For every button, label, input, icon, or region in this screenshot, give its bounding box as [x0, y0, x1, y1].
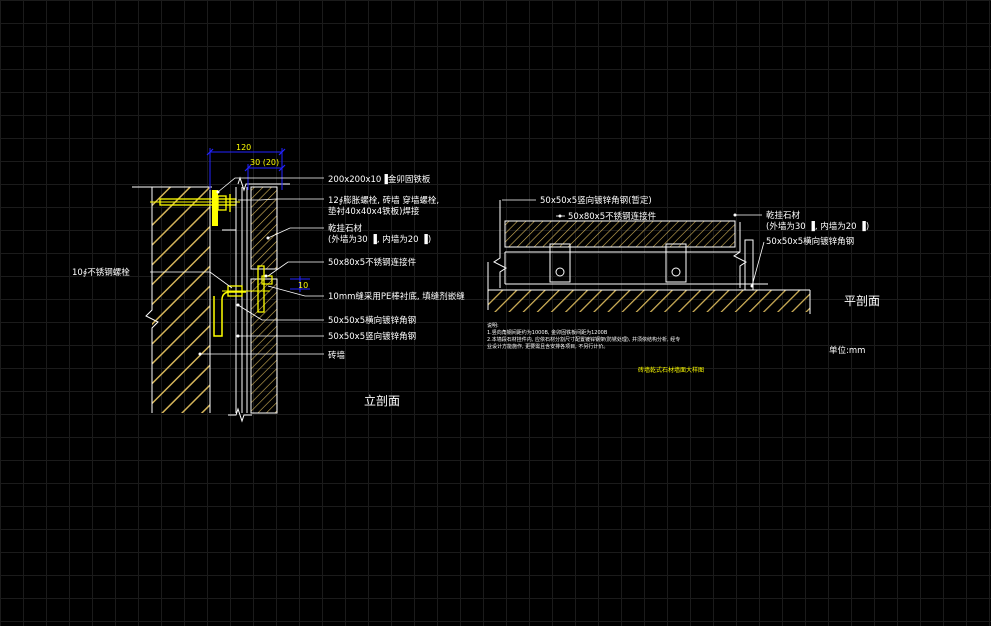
plan-connector-right	[665, 243, 687, 283]
plan-leader-dots	[558, 213, 754, 288]
horizontal-angle	[213, 291, 246, 337]
plan-title: 平剖面	[844, 294, 880, 308]
brick-wall-hatch	[152, 187, 210, 413]
section-leaders	[150, 177, 324, 355]
stone-panel-upper	[250, 186, 278, 270]
dim-gap: 10	[298, 281, 308, 290]
section-dimensions	[206, 148, 310, 292]
drawing-title: 砖墙乾式石材墙面大样图	[638, 366, 704, 374]
plan-stone-break-left	[493, 200, 507, 288]
plan-label-vertical-angle: 50x50x5竖向镀锌角钢(暂定)	[540, 195, 652, 206]
plan-wall-hatch	[488, 290, 810, 312]
section-leader-dots	[198, 190, 270, 356]
notes-line1: 1.竖向角钢间距约为1000B, 金卯固铁板间距为1200B	[487, 329, 608, 336]
label-joint: 10mm缝采用PE棒衬底, 填缝剂嵌缝	[328, 291, 465, 302]
plan-bolt-right	[671, 267, 681, 277]
dim-total: 120	[236, 143, 251, 152]
stone-break-bottom	[228, 407, 252, 423]
ss-connector	[257, 265, 265, 313]
plan-end-plate	[744, 239, 754, 291]
section-title: 立剖面	[364, 393, 400, 408]
stone-break-top	[237, 176, 290, 192]
plan-stone-break-right	[733, 222, 747, 288]
label-embed-plate: 200x200x10▐金卯固铁板	[328, 174, 431, 185]
brick-wall-break-left	[145, 187, 159, 413]
label-connector: 50x80x5不锈钢连接件	[328, 257, 417, 268]
notes-line3: 业设计方能施作, 更要需且含安排各项目, 不另行计价。	[487, 343, 608, 350]
plan-view: 50x50x5竖向镀锌角钢(暂定) 50x80x5不锈钢连接件 乾挂石材 (外墙…	[487, 195, 880, 314]
plan-label-horizontal-angle: 50x50x5横向镀锌角钢	[766, 236, 854, 247]
label-vertical-angle: 50x50x5竖向镀锌角钢	[328, 331, 416, 342]
plan-label-stone-line1: 乾挂石材	[766, 210, 801, 221]
dim-stone: 30 (20)	[250, 158, 279, 167]
plan-bolt-left	[555, 267, 565, 277]
plan-stone-panel	[504, 220, 736, 248]
plan-label-connector: 50x80x5不锈钢连接件	[568, 211, 657, 222]
section-view: 120 30 (20) 10 200x200x10▐金卯固铁板 12∮膨胀螺栓,…	[72, 143, 465, 423]
plan-leaders	[502, 199, 765, 287]
label-ss-bolt: 10∮不锈钢螺栓	[72, 267, 130, 278]
notes-line2: 2.本墙段石材挂件内, 应依石材分割尺寸配置镀锌钢架(防锈处理), 并须依结构分…	[487, 336, 680, 343]
label-bolt-line1: 12∮膨胀螺栓, 砖墙 穿墙螺栓,	[328, 195, 439, 206]
notes: 说明: 1.竖向角钢间距约为1000B, 金卯固铁板间距为1200B 2.本墙段…	[487, 322, 680, 350]
unit-label: 单位:mm	[829, 345, 865, 356]
embed-plate	[212, 190, 218, 226]
notes-heading: 说明:	[487, 322, 499, 329]
label-stone-line1: 乾挂石材	[328, 223, 363, 234]
label-horizontal-angle: 50x50x5横向镀锌角钢	[328, 315, 416, 326]
plan-label-stone-line2: (外墙为30 ▐, 内墙为20 ▐)	[766, 221, 869, 232]
bolt-nut	[217, 195, 227, 211]
label-bolt-line2: 垫衬40x40x4铁板)焊接	[328, 206, 420, 217]
label-brick-wall: 砖墙	[328, 350, 346, 361]
plan-connector-left	[549, 243, 571, 283]
label-stone-line2: (外墙为30 ▐, 内墙为20 ▐)	[328, 234, 431, 245]
